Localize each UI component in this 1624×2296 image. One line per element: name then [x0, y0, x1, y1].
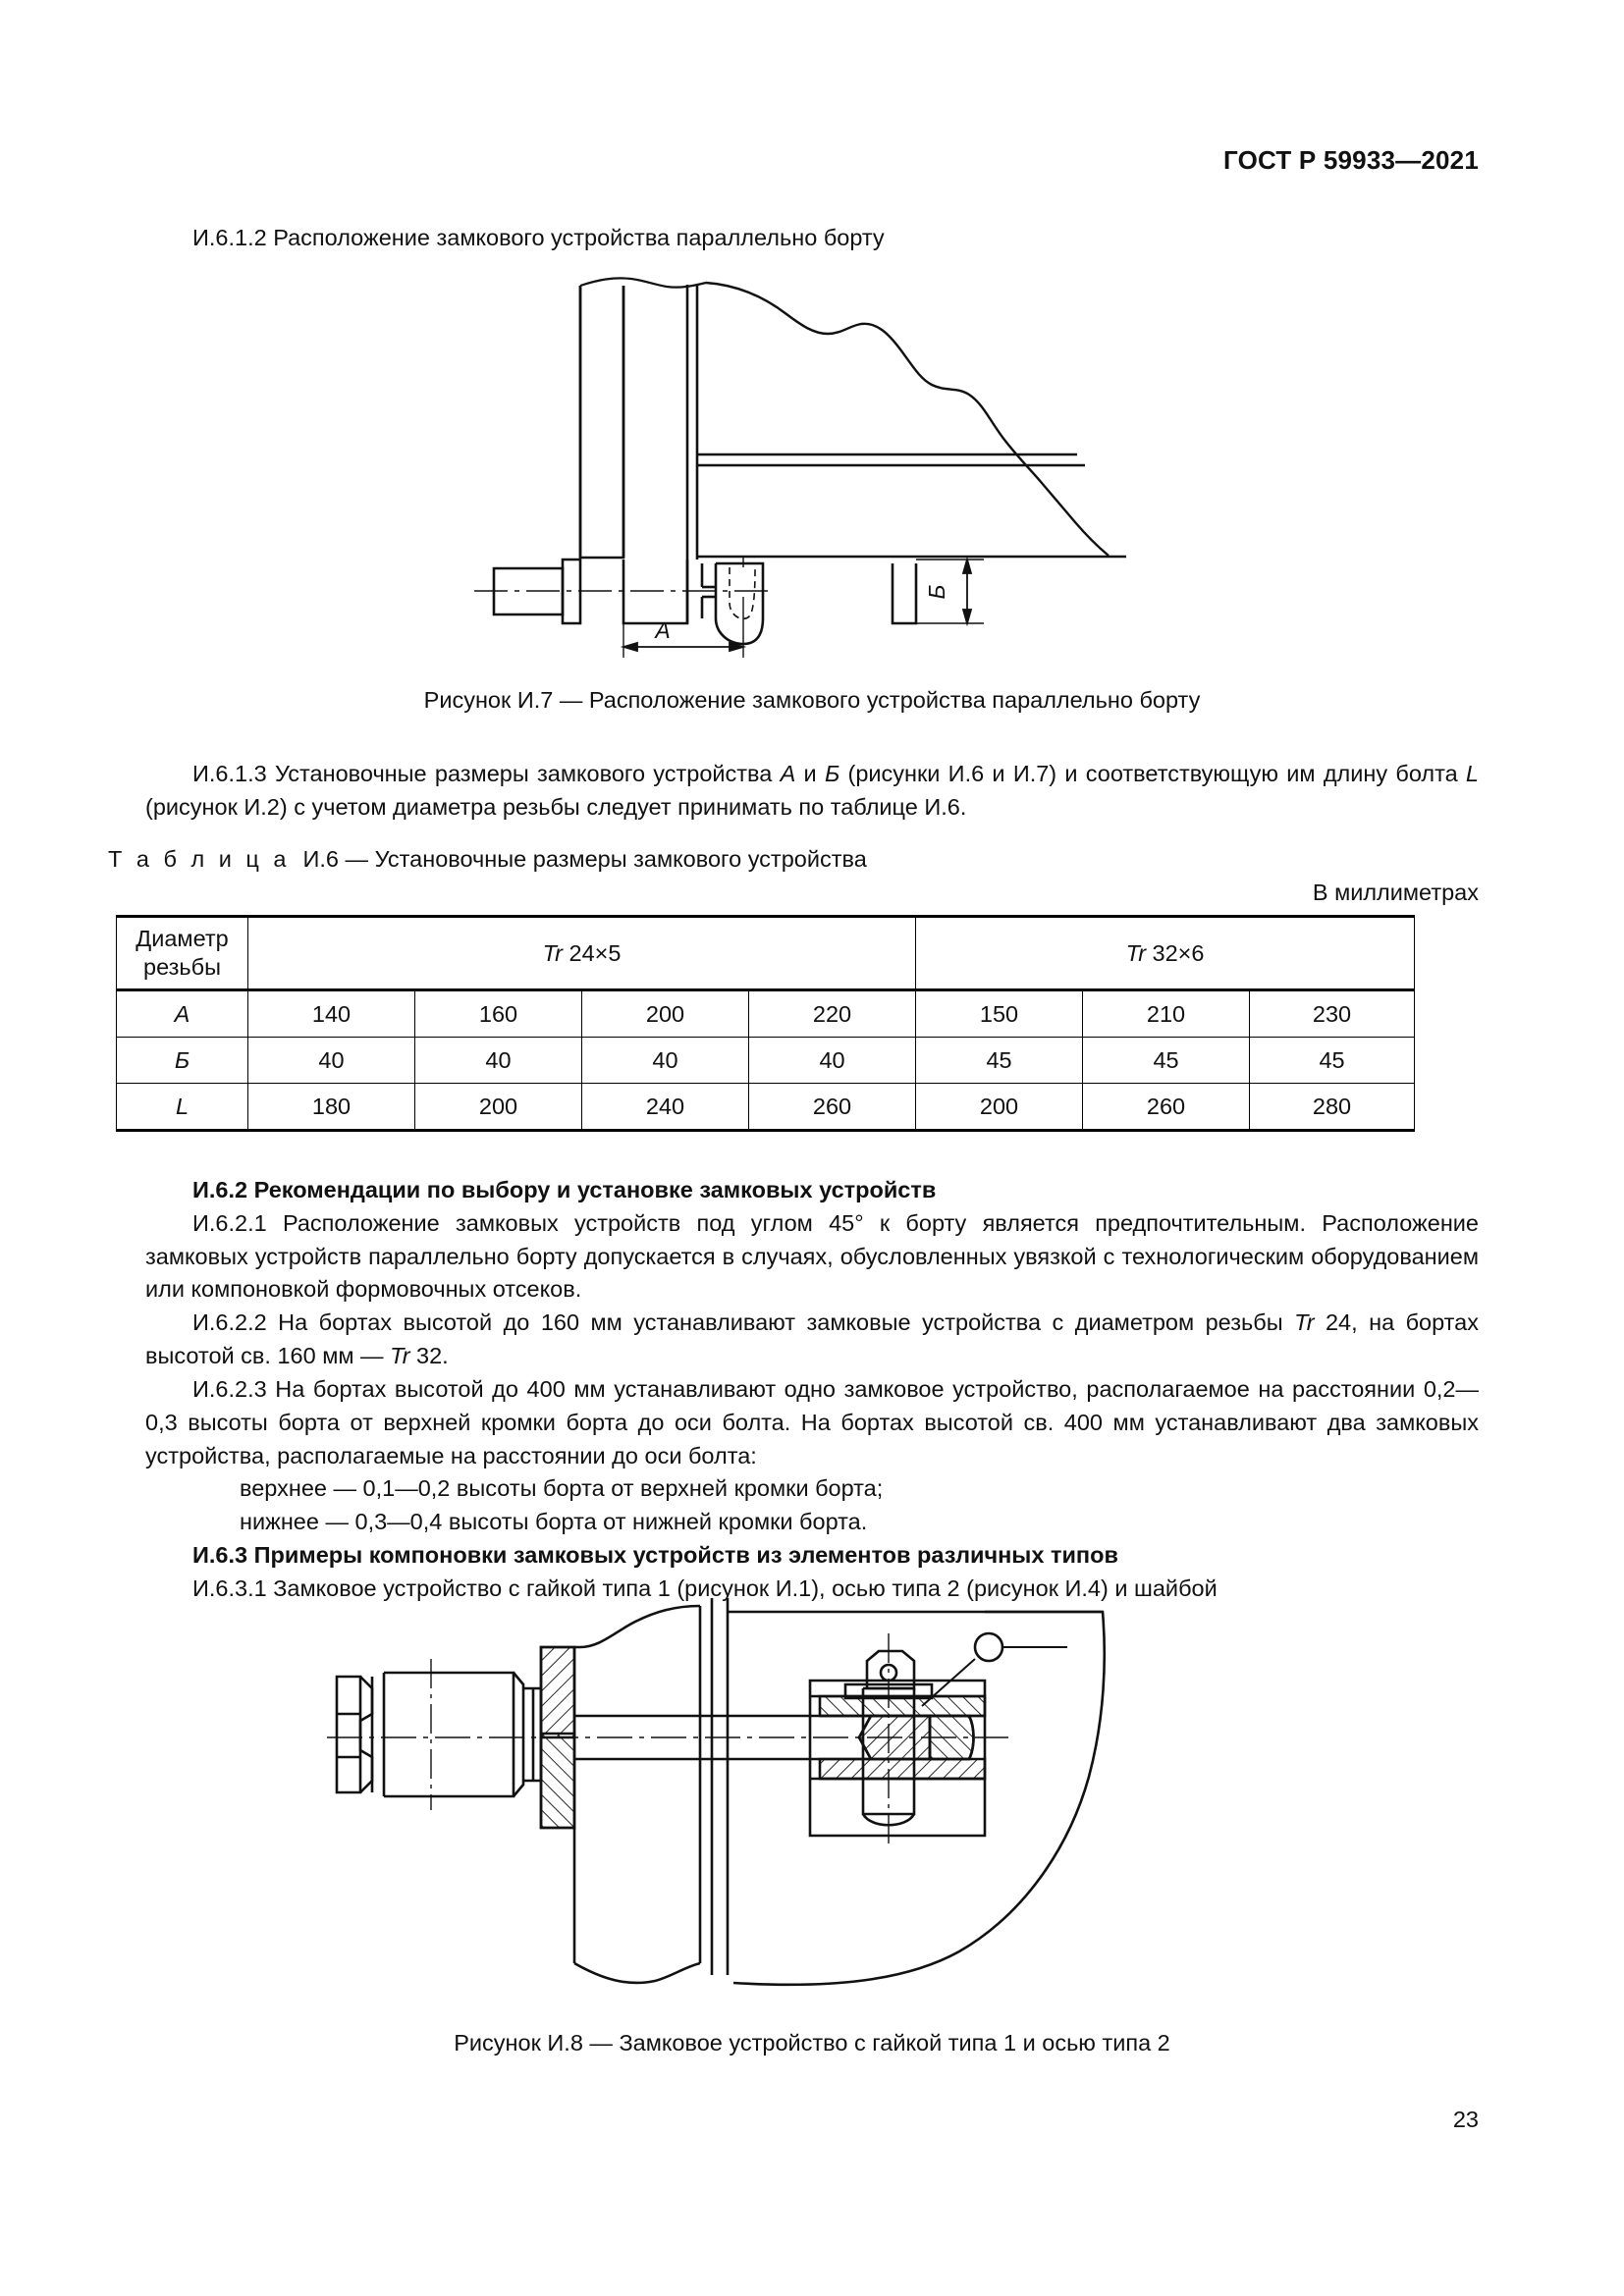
table-cell: 45 — [1249, 1037, 1416, 1084]
table-header-group-tr24: Tr 24×5 — [246, 915, 917, 991]
table-row: Б 40 40 40 40 45 45 45 — [116, 1037, 1416, 1084]
table-header-row: Диаметр резьбы Tr 24×5 Tr 32×6 — [116, 915, 1416, 991]
paragraph-i-6-2-1: И.6.2.1 Расположение замковых устройств … — [145, 1209, 1479, 1303]
table-cell: 180 — [247, 1083, 415, 1132]
table-header-group-tr24-size: 24×5 — [563, 939, 622, 966]
table-cell: 40 — [247, 1037, 415, 1084]
table-header-group-tr32-size: 32×6 — [1146, 939, 1205, 966]
table-i-6-units-note: В миллиметрах — [1312, 880, 1479, 905]
table-row-label: L — [116, 1083, 248, 1132]
p613-seg2: и — [795, 761, 825, 786]
table-cell: 280 — [1249, 1083, 1416, 1132]
table-header-group-tr24-thread: Tr — [542, 939, 563, 966]
table-cell: 40 — [747, 1037, 917, 1084]
p622-seg3: 32. — [409, 1343, 449, 1369]
table-row-label: А — [116, 989, 248, 1038]
table-cell: 230 — [1249, 989, 1416, 1038]
table-header-diameter-line2: резьбы — [143, 954, 221, 980]
table-cell: 160 — [414, 989, 582, 1038]
table-cell: 200 — [414, 1083, 582, 1132]
document-header-standard-number: ГОСТ Р 59933—2021 — [1223, 145, 1479, 175]
table-header-first-col: Диаметр резьбы — [116, 915, 248, 991]
paragraph-i-6-1-3: И.6.1.3 Установочные размеры замкового у… — [145, 758, 1479, 825]
table-header-group-tr32-thread: Tr — [1125, 939, 1147, 966]
figure-i-7-dimension-a-label: А — [653, 617, 670, 643]
table-cell: 260 — [1082, 1083, 1251, 1132]
table-cell: 200 — [915, 1083, 1084, 1132]
table-i-6-caption: Т а б л и ц а И.6 — Установочные размеры… — [108, 846, 1479, 873]
p622-tr-1: Tr — [1294, 1309, 1315, 1336]
table-cell: 150 — [915, 989, 1084, 1038]
p622-tr-2: Tr — [390, 1343, 410, 1369]
table-caption-number: И.6 — [302, 846, 340, 872]
heading-i-6-3: И.6.3 Примеры компоновки замковых устрой… — [192, 1542, 1118, 1569]
table-caption-word: Т а б л и ц а — [108, 846, 291, 872]
p613-var-a: А — [780, 761, 796, 786]
page-number: 23 — [1452, 2107, 1479, 2132]
table-cell: 45 — [915, 1037, 1084, 1084]
figure-i-7-caption: Рисунок И.7 — Расположение замкового уст… — [423, 687, 1201, 713]
table-caption-text: Установочные размеры замкового устройств… — [374, 846, 867, 872]
p613-seg1: И.6.1.3 Установочные размеры замкового у… — [192, 761, 781, 786]
figure-i-8-svg — [327, 1598, 1107, 1987]
paragraph-i-6-1-2: И.6.1.2 Расположение замкового устройств… — [192, 225, 885, 250]
table-i-6-wrapper: Диаметр резьбы Tr 24×5 Tr 32×6 А 140 160… — [116, 915, 1416, 1132]
table-cell: 140 — [247, 989, 415, 1038]
table-row: А 140 160 200 220 150 210 230 — [116, 989, 1416, 1038]
p613-seg3: (рисунки И.6 и И.7) и соответствующую им… — [839, 761, 1466, 786]
p622-seg1: И.6.2.2 На бортах высотой до 160 мм уста… — [192, 1309, 1295, 1336]
table-row: L 180 200 240 260 200 260 280 — [116, 1083, 1416, 1132]
table-header-group-tr32: Tr 32×6 — [915, 915, 1416, 991]
figure-i-8-caption: Рисунок И.8 — Замковое устройство с гайк… — [454, 2030, 1170, 2056]
table-cell: 40 — [414, 1037, 582, 1084]
figure-i-7-svg: А Б — [474, 277, 1126, 658]
table-i-6: Диаметр резьбы Tr 24×5 Tr 32×6 А 140 160… — [116, 915, 1416, 1132]
paragraph-i-6-2-3: И.6.2.3 На бортах высотой до 400 мм уста… — [145, 1375, 1479, 1468]
figure-i-7-dimension-b-label: Б — [924, 584, 949, 599]
list-item-lower: нижнее — 0,3—0,4 высоты борта от нижней … — [240, 1509, 868, 1535]
table-cell: 240 — [581, 1083, 749, 1132]
table-cell: 210 — [1082, 989, 1251, 1038]
figure-i-7-drawing: А Б — [145, 273, 1479, 661]
table-cell: 40 — [581, 1037, 749, 1084]
table-header-diameter-line1: Диаметр — [135, 925, 229, 951]
section-i-6-2-block: И.6.2 Рекомендации по выбору и установке… — [145, 1174, 1479, 1606]
p613-var-l: L — [1465, 761, 1479, 786]
table-cell: 260 — [747, 1083, 917, 1132]
p622-seg2: 24, на бортах высотой св. 160 мм — — [145, 1309, 1479, 1369]
figure-i-8-drawing — [145, 1590, 1479, 2002]
p613-seg4: (рисунок И.2) с учетом диаметра резьбы с… — [145, 793, 967, 820]
table-cell: 45 — [1082, 1037, 1251, 1084]
heading-i-6-2: И.6.2 Рекомендации по выбору и установке… — [192, 1177, 937, 1202]
list-item-upper: верхнее — 0,1—0,2 высоты борта от верхне… — [240, 1475, 884, 1502]
table-cell: 220 — [747, 989, 917, 1038]
paragraph-i-6-2-2: И.6.2.2 На бортах высотой до 160 мм уста… — [145, 1307, 1479, 1373]
p613-var-b: Б — [824, 761, 840, 786]
table-cell: 200 — [581, 989, 749, 1038]
table-row-label: Б — [116, 1037, 248, 1084]
paragraph-i-6-3-1: И.6.3.1 Замковое устройство с гайкой тип… — [192, 1575, 1218, 1601]
table-caption-dash: — — [345, 846, 369, 872]
